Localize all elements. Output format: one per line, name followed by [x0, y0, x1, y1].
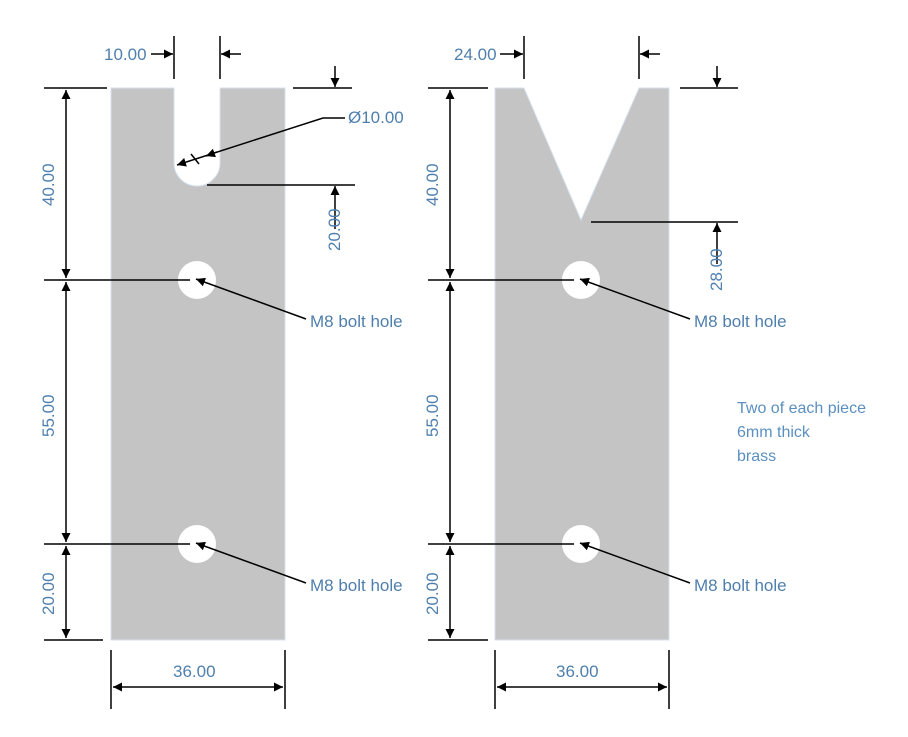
dim-notch-width-label: 24.00 [454, 45, 497, 64]
part-v-notch: 24.00 28.00 40.00 55.00 20.00 M8 bolt ho… [423, 36, 787, 709]
part-u-slot-body [110, 87, 286, 641]
hole4-leader [579, 541, 691, 584]
dim-width-2: 36.00 [494, 650, 670, 709]
note-line-3: brass [737, 448, 776, 465]
dim-hole2-to-bottom-label-2: 20.00 [423, 572, 442, 615]
dim-width-label-2: 36.00 [556, 662, 599, 681]
dim-slot-width-label: 10.00 [104, 45, 147, 64]
drawing-note: Two of each piece 6mm thick brass [737, 400, 866, 465]
dim-hole1-to-hole2-label: 55.00 [39, 394, 58, 437]
dim-notch-depth-label: 28.00 [707, 248, 726, 291]
dim-top-to-hole1-label-2: 40.00 [423, 163, 442, 206]
dim-notch-width: 24.00 [454, 36, 660, 79]
note-line-2: 6mm thick [737, 424, 811, 441]
dim-slot-diameter-label: Ø10.00 [348, 108, 404, 127]
dim-width-label: 36.00 [173, 662, 216, 681]
hole2-leader [195, 541, 307, 584]
dim-left-verticals-2: 40.00 55.00 20.00 [423, 87, 574, 641]
note-line-1: Two of each piece [737, 400, 866, 417]
part-v-notch-body [494, 87, 670, 641]
hole3-label: M8 bolt hole [694, 312, 787, 331]
hole1-label: M8 bolt hole [310, 312, 403, 331]
dim-slot-depth: 20.00 [207, 184, 355, 251]
dim-hole1-to-hole2-label-2: 55.00 [423, 394, 442, 437]
dim-top-to-hole1-label: 40.00 [39, 163, 58, 206]
hole2-label: M8 bolt hole [310, 576, 403, 595]
hole4-label: M8 bolt hole [694, 576, 787, 595]
dim-width: 36.00 [110, 650, 286, 709]
dim-hole2-to-bottom-label: 20.00 [39, 572, 58, 615]
dim-slot-depth-label: 20.00 [325, 208, 344, 251]
hole3-leader [579, 277, 691, 320]
dim-notch-depth: 28.00 [591, 221, 738, 291]
dim-left-verticals: 40.00 55.00 20.00 [39, 87, 190, 641]
hole1-leader [195, 277, 307, 320]
part-u-slot: 10.00 Ø10.00 20.00 40.00 55. [39, 36, 404, 709]
dim-slot-width: 10.00 [104, 36, 241, 79]
dim-slot-diameter: Ø10.00 [176, 108, 404, 167]
